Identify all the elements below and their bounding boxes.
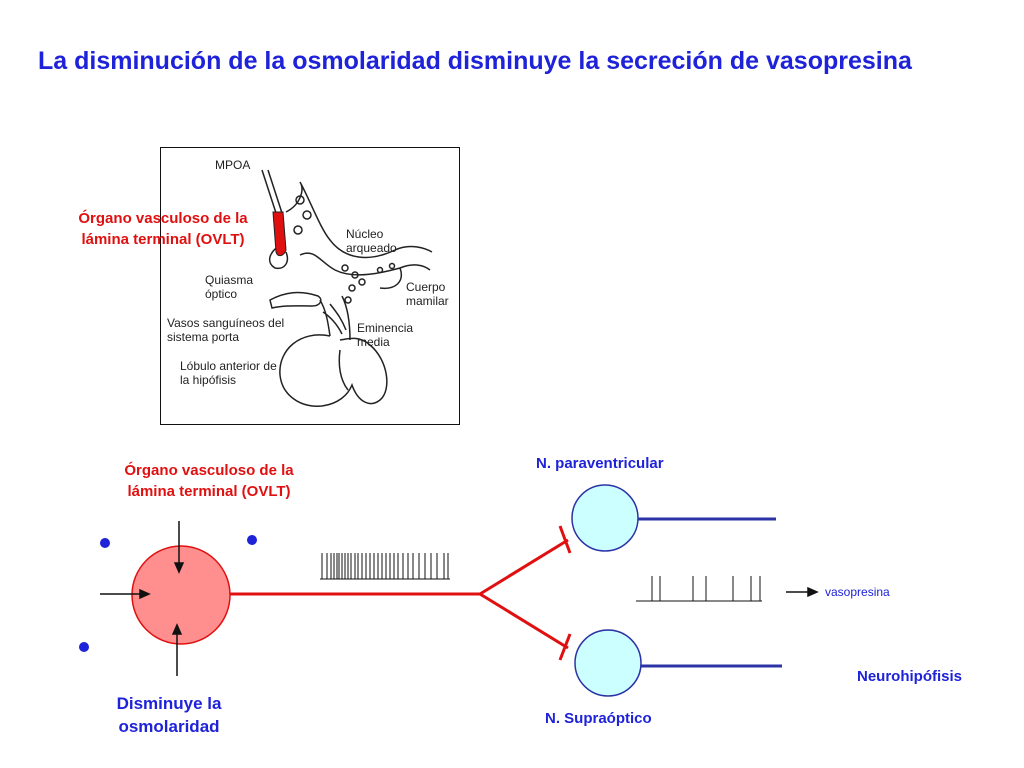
osmolaridad-label: Disminuye la osmolaridad — [116, 694, 222, 736]
spike-train-high — [320, 553, 450, 580]
label-mpoa: MPOA — [215, 158, 251, 172]
vasopresina-label: vasopresina — [825, 585, 890, 599]
label-vasos-sanguineos: Vasos sanguíneos del sistema porta — [167, 316, 285, 344]
neurohipofisis-label: Neurohipófisis — [857, 668, 963, 685]
figure-ovlt-label: Órgano vasculoso de la lámina terminal (… — [78, 210, 248, 248]
spike-train-low — [636, 576, 762, 602]
hypothalamus-sketch — [261, 169, 433, 407]
vasopresina-arrow — [786, 586, 819, 598]
page-title: La disminución de la osmolaridad disminu… — [38, 47, 912, 75]
label-nucleo-arqueado: Núcleo arqueado — [346, 227, 397, 255]
anatomy-figure-frame — [160, 147, 460, 425]
supraoptic-nucleus — [574, 629, 642, 697]
label-cuerpo-mamilar: Cuerpo mamilar — [406, 280, 449, 308]
supraoptico-label: N. Supraóptico — [545, 710, 652, 727]
osmolyte-dot — [100, 538, 110, 548]
osmolyte-dot — [79, 642, 89, 652]
label-quiasma-optico: Quiasma óptico — [205, 273, 254, 301]
ovlt-highlight — [272, 211, 287, 257]
input-arrows — [100, 521, 185, 676]
label-eminencia-media: Eminencia media — [357, 321, 414, 349]
paraventricular-label: N. paraventricular — [536, 455, 664, 472]
osmolyte-dot — [247, 535, 257, 545]
diagram-ovlt-label: Órgano vasculoso de la lámina terminal (… — [124, 462, 294, 500]
label-lobulo-anterior: Lóbulo anterior de la hipófisis — [180, 359, 277, 387]
ovlt-axon — [230, 525, 572, 661]
paraventricular-nucleus — [571, 484, 639, 552]
